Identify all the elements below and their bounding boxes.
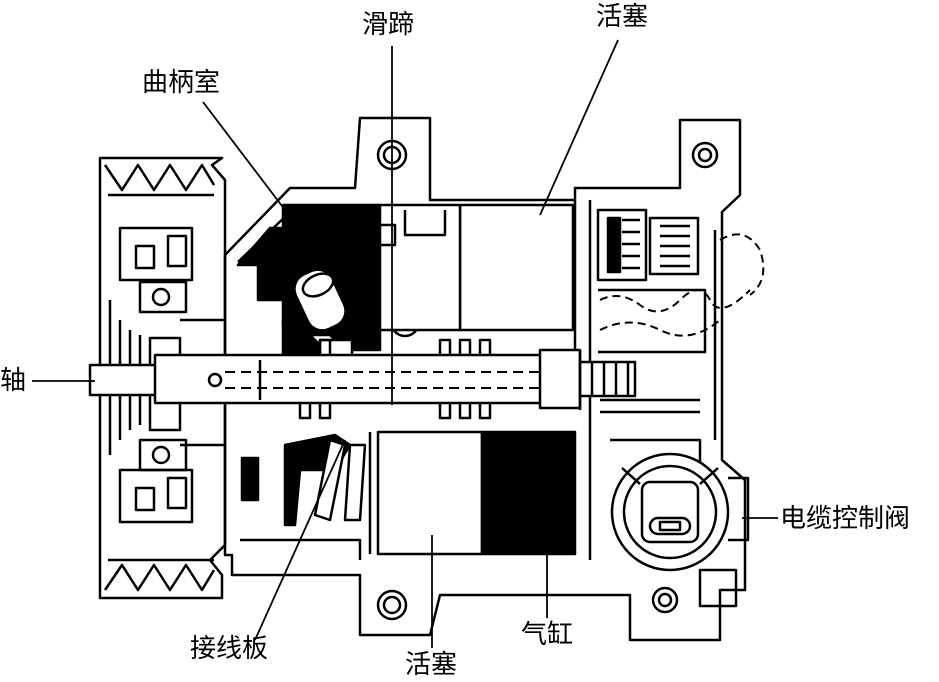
label-slipper: 滑蹄 bbox=[362, 10, 415, 40]
leader-lines bbox=[32, 39, 778, 648]
label-crankcase: 曲柄室 bbox=[142, 68, 221, 98]
pulley bbox=[98, 156, 227, 600]
housing bbox=[223, 116, 747, 642]
bottom-piston bbox=[368, 430, 577, 556]
shaft bbox=[88, 338, 637, 420]
label-piston-bottom: 活塞 bbox=[405, 650, 458, 680]
control-valve bbox=[610, 452, 750, 572]
label-shaft: 轴 bbox=[0, 366, 27, 396]
label-control-valve: 电缆控制阀 bbox=[780, 504, 911, 534]
top-piston bbox=[378, 203, 575, 332]
label-wiring-board: 接线板 bbox=[190, 634, 269, 664]
label-piston-top: 活塞 bbox=[596, 2, 649, 32]
label-cylinder: 气缸 bbox=[521, 620, 574, 650]
